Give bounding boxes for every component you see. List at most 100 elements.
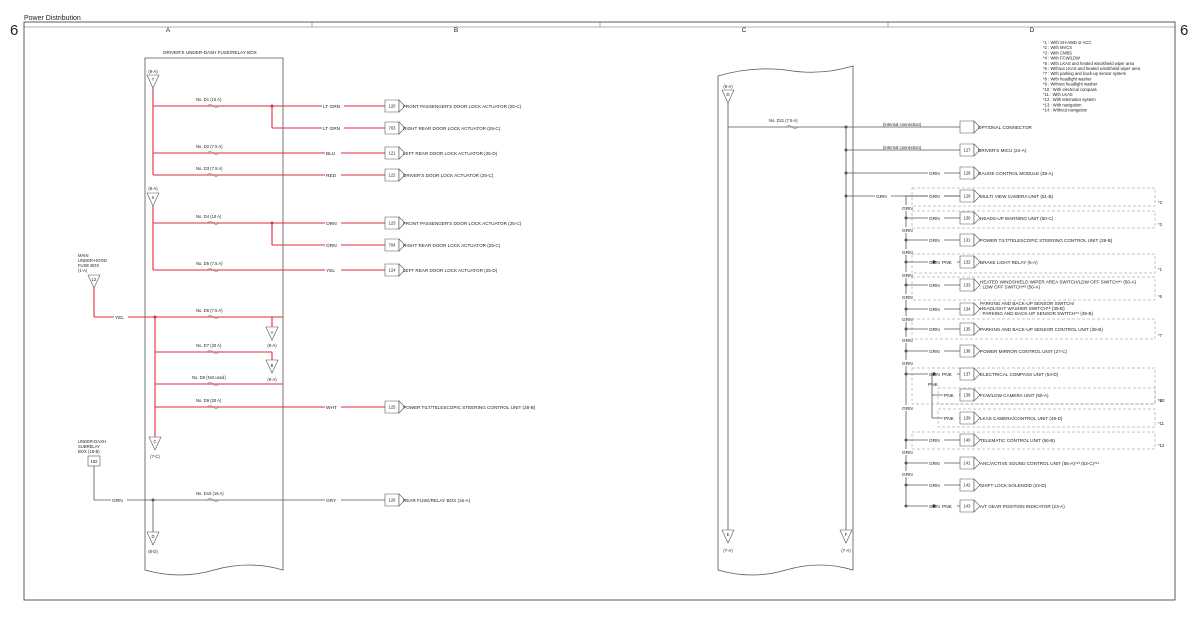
wire-label-b6: ORN (326, 243, 337, 249)
b-output-label-3: DRIVER'S DOOR LOCK ACTUATOR (25-C) (403, 173, 494, 178)
main-fuse-box-source: MAIN UNDER-HOOD FUSE BOX (1-A) 12 (78, 253, 107, 289)
spine-wire-label-6: GRN (902, 338, 913, 344)
fuse-box-a (144, 57, 284, 576)
fuse-box-c (717, 65, 854, 576)
d-wire-label-7: GRN (929, 349, 940, 355)
page-number-right: 6 (1180, 22, 1188, 39)
terminal-b-pin: B (271, 363, 274, 368)
terminal-e-icon (721, 529, 735, 544)
svg-text:UNDER-HOOD: UNDER-HOOD (78, 258, 107, 263)
terminal-a-ref: (9-A) (267, 343, 277, 348)
d-output-label-8: ELECTRICAL COMPASS UNIT (54-D) (980, 372, 1059, 377)
d-top-connector-2-pin: 128 (964, 171, 972, 176)
terminal-c-top-ref: (8-A) (723, 84, 733, 89)
footnote-1: *2 : With MVCS (1043, 45, 1072, 50)
d-output-connector-10-pin: 139 (964, 416, 972, 421)
terminal-c-ref: (7-C) (150, 454, 160, 459)
terminal-a-icon (265, 326, 279, 341)
footnote-6: *7 : With parking and back-up sensor sys… (1043, 71, 1127, 76)
terminal-d-pin: D (151, 534, 154, 539)
d-output-label-11: TELEMATIC CONTROL UNIT (56-B) (980, 438, 1055, 443)
d-top-connector-0 (959, 120, 975, 134)
page-number-left: 6 (10, 22, 18, 39)
group-mark-3: *6 (1158, 294, 1163, 299)
d-output-label-12: ANC/ACTIVE SOUND CONTROL UNIT (56-A)*¹³ … (980, 461, 1099, 466)
column-header-a: A (166, 27, 171, 34)
footnote-10: *11 : With LKAS (1043, 92, 1073, 97)
terminal-t-pin: T (152, 77, 155, 82)
wire-label-b3: BLU (326, 151, 336, 157)
spine-wire-label-1: GRN (902, 228, 913, 234)
terminal-a-pin: A (271, 330, 274, 335)
terminal-e-pin: E (727, 532, 730, 537)
b-output-connector-0-pin: 120 (389, 104, 397, 109)
d-output-label-13: SHIFT LOCK SOLENOID (22-D) (980, 483, 1047, 488)
d-output-connector-9-pin: 138 (964, 393, 972, 398)
svg-text:12: 12 (92, 277, 97, 282)
group-mark-7: *11 (1158, 421, 1165, 426)
column-header-c: C (742, 27, 747, 34)
footnote-2: *3 : With CMBS (1043, 50, 1072, 55)
group-mark-8: *12 (1158, 443, 1165, 448)
terminal-c-icon (148, 436, 162, 451)
d-output-label-5: PARKING AND BACK-UP SENSOR SWITCH/ (980, 301, 1075, 306)
d-top-conn-2: GRN (929, 171, 940, 177)
terminal-c-top-icon (721, 89, 735, 104)
footnote-3: *4 : With FCW/LDW (1043, 56, 1080, 61)
b-output-label-0: FRONT PASSENGER'S DOOR LOCK ACTUATOR (25… (403, 104, 522, 109)
b-output-connector-2-pin: 121 (389, 151, 397, 156)
b-output-label-5: RIGHT REAR DOOR LOCK ACTUATOR (25-C) (403, 243, 501, 248)
terminal-f-ref: (7-A) (841, 548, 851, 553)
wire-label-b4: RED (326, 173, 337, 179)
spine-wire-label-10: GRN (902, 472, 913, 478)
group-mark-6: *4 (1158, 398, 1163, 403)
d-wire-label-2: GRN (929, 238, 940, 244)
svg-text:No. D2 (7.5 A): No. D2 (7.5 A) (196, 144, 223, 149)
svg-text:SUBRELAY: SUBRELAY (78, 444, 100, 449)
d-output-label2-4: : LDW OFF SWITCH*² (50-A) (980, 285, 1040, 290)
b-output-connector-6-pin: 124 (389, 268, 397, 273)
d-output-label-10: LKAS CAMERA/CONTROL UNIT (49-D) (980, 416, 1063, 421)
svg-text:182: 182 (91, 459, 99, 464)
svg-text:No. D10 (15 A): No. D10 (15 A) (196, 491, 224, 496)
d-wire-label-12: GRN (929, 461, 940, 467)
b-output-label-2: LEFT REAR DOOR LOCK ACTUATOR (25-D) (403, 151, 498, 156)
d-output-connector-3-pin: 132 (964, 260, 972, 265)
d-output-connector-6-pin: 135 (964, 327, 972, 332)
d-output-connector-2-pin: 131 (964, 238, 972, 243)
group-mark-5: *10 (1158, 398, 1165, 403)
spine-wire-label-5: GRN (902, 317, 913, 323)
svg-text:No. D3 (7.5 A): No. D3 (7.5 A) (196, 166, 223, 171)
d-output-connector-8-pin: 137 (964, 372, 972, 377)
svg-text:No. D4 (10 A): No. D4 (10 A) (196, 214, 222, 219)
d-top-conn-0: (Internal connection) (883, 122, 922, 127)
terminal-b-ref: (9-A) (267, 377, 277, 382)
svg-text:No. D5 (7.5 A): No. D5 (7.5 A) (196, 261, 223, 266)
wire-label-b7: YEL (326, 268, 335, 274)
d-output-label-9: FCW/LDW CAMERA UNIT (50-A) (980, 393, 1049, 398)
d-output-connector-0-pin: 129 (964, 194, 972, 199)
d-wire-label2-14: PNK (942, 504, 953, 510)
footnote-8: *9 : Without headlight washer (1043, 82, 1098, 87)
footnote-legend: *1 : With SH-AWD or ACC*2 : With MVCS*3 … (1043, 40, 1141, 113)
d-output-label-14: A/T GEAR POSITION INDICATOR (23-A) (980, 504, 1065, 509)
d-output-connector-5-pin: 134 (964, 307, 972, 312)
spine-wire-label-3: GRN (902, 273, 913, 279)
svg-text:No. D6 (7.5 A): No. D6 (7.5 A) (196, 308, 223, 313)
footnote-12: *13 : With navigation (1043, 102, 1082, 107)
terminal-s-pin: S (152, 195, 155, 200)
d-output-label-7: POWER MIRROR CONTROL UNIT (27-C) (980, 349, 1067, 354)
b-output-label-6: LEFT REAR DOOR LOCK ACTUATOR (25-D) (403, 268, 498, 273)
svg-text:MAIN: MAIN (78, 253, 88, 258)
svg-text:No. D9 (20 A): No. D9 (20 A) (196, 398, 222, 403)
terminal-b-icon (265, 359, 279, 374)
wire-label-b5: ORN (326, 221, 337, 227)
wire-label-b8: WHT (326, 405, 337, 411)
terminal-f-pin: F (845, 532, 848, 537)
b-output-list: 120 FRONT PASSENGER'S DOOR LOCK ACTUATOR … (384, 99, 536, 507)
terminal-t-icon (146, 74, 160, 89)
d-wire-label-13: GRN (929, 483, 940, 489)
d-sub-wire: PNK (928, 382, 939, 388)
d-wire-label-1: GRN (929, 216, 940, 222)
